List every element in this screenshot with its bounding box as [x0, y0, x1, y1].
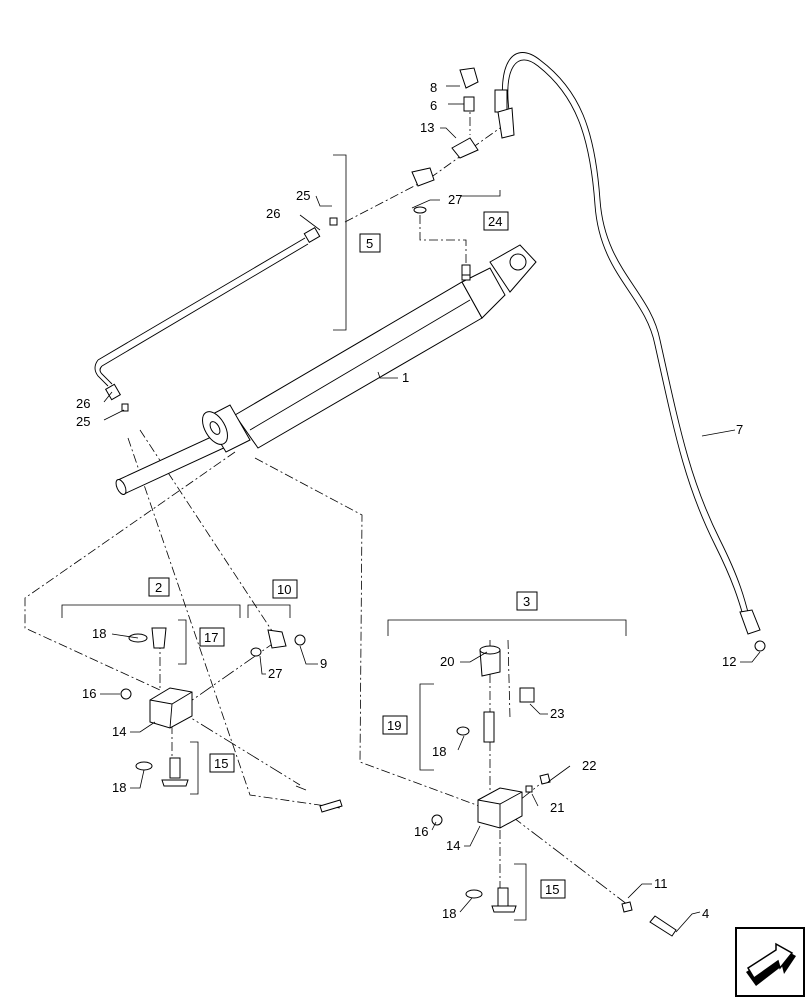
hydraulic-cylinder [115, 244, 537, 495]
left-valve-group [120, 627, 343, 813]
callout-26-top: 26 [266, 206, 280, 221]
callout-1: 1 [402, 370, 409, 385]
steel-tube-assembly [94, 217, 338, 412]
callout-13: 13 [420, 120, 434, 135]
kit-2: 2 [155, 580, 162, 595]
callout-25-bottom: 25 [76, 414, 90, 429]
callout-14-left: 14 [112, 724, 126, 739]
callout-26-bottom: 26 [76, 396, 90, 411]
callout-18-d: 18 [442, 906, 456, 921]
callout-18-a: 18 [92, 626, 106, 641]
next-page-arrow-icon[interactable] [735, 927, 805, 997]
kit-5: 5 [366, 236, 373, 251]
kit-3: 3 [523, 594, 530, 609]
callout-22: 22 [582, 758, 596, 773]
kit-15-right: 15 [545, 882, 559, 897]
kit-19: 19 [387, 718, 401, 733]
callout-12: 12 [722, 654, 736, 669]
callout-labels: 1 4 6 7 8 9 11 12 13 14 14 16 16 18 18 1… [76, 80, 743, 921]
callout-16-right: 16 [414, 824, 428, 839]
hydraulic-hose [494, 52, 766, 652]
callout-21: 21 [550, 800, 564, 815]
callout-20: 20 [440, 654, 454, 669]
callout-18-b: 18 [112, 780, 126, 795]
kit-labels: 2 3 5 10 15 15 17 19 24 [148, 211, 566, 899]
callout-27-bottom: 27 [268, 666, 282, 681]
leader-lines [100, 85, 761, 933]
kit-10: 10 [277, 582, 291, 597]
callout-6: 6 [430, 98, 437, 113]
kit-24: 24 [488, 214, 502, 229]
callout-25-top: 25 [296, 188, 310, 203]
callout-23: 23 [550, 706, 564, 721]
callout-18-c: 18 [432, 744, 446, 759]
top-fittings [411, 67, 479, 276]
callout-16-left: 16 [82, 686, 96, 701]
kit-17: 17 [204, 630, 218, 645]
callout-4: 4 [702, 906, 709, 921]
callout-11: 11 [654, 876, 668, 891]
kit-brackets [61, 154, 627, 921]
callout-7: 7 [736, 422, 743, 437]
right-valve-group [431, 645, 677, 937]
callout-14-right: 14 [446, 838, 460, 853]
callout-9: 9 [320, 656, 327, 671]
callout-8: 8 [430, 80, 437, 95]
callout-27-top: 27 [448, 192, 462, 207]
kit-15-left: 15 [214, 756, 228, 771]
